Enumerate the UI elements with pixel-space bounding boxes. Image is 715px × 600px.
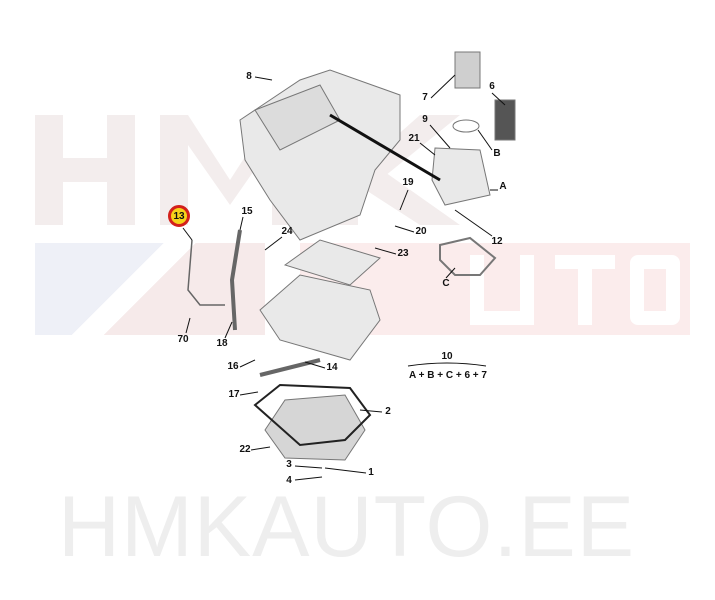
- baffle-plate: [283, 239, 381, 286]
- callout-70[interactable]: 70: [177, 334, 189, 345]
- callout-23[interactable]: 23: [397, 248, 409, 259]
- gasket-c: [439, 236, 497, 276]
- leader-lines: [182, 74, 506, 481]
- callout-6[interactable]: 6: [489, 81, 495, 92]
- callout-16[interactable]: 16: [227, 361, 239, 372]
- callout-9[interactable]: 9: [422, 114, 428, 125]
- oil-line: [329, 113, 441, 182]
- filter-element: [494, 99, 516, 141]
- callout-12[interactable]: 12: [491, 236, 503, 247]
- lower-crankcase: [259, 274, 381, 361]
- callout-18[interactable]: 18: [216, 338, 228, 349]
- filter-cap: [454, 51, 481, 89]
- callout-a[interactable]: A: [499, 181, 507, 192]
- callout-14[interactable]: 14: [326, 362, 338, 373]
- part-13-highlight-badge[interactable]: 13: [168, 205, 190, 227]
- callout-24[interactable]: 24: [281, 226, 293, 237]
- callout-21[interactable]: 21: [408, 133, 420, 144]
- kit-formula: A + B + C + 6 + 7: [408, 370, 487, 381]
- callout-b[interactable]: B: [493, 148, 501, 159]
- o-ring-b: [452, 119, 480, 133]
- watermark-stripes: [35, 243, 265, 335]
- dipstick-tube: [229, 229, 242, 331]
- callout-7[interactable]: 7: [422, 92, 428, 103]
- callout-c[interactable]: C: [442, 278, 450, 289]
- callout-8[interactable]: 8: [246, 71, 252, 82]
- callout-2[interactable]: 2: [385, 406, 391, 417]
- oil-filter-housing: [431, 147, 491, 206]
- watermark-bottom: HMKAUTO.EE: [58, 479, 636, 575]
- callout-22[interactable]: 22: [239, 444, 251, 455]
- oil-pipe: [259, 358, 321, 377]
- oil-level-sensor-cable: [187, 239, 225, 306]
- callout-3[interactable]: 3: [286, 459, 292, 470]
- callout-10[interactable]: 10: [441, 351, 453, 362]
- callout-1[interactable]: 1: [368, 467, 374, 478]
- oil-pan: [264, 394, 366, 461]
- pan-gasket: [253, 383, 372, 447]
- callout-20[interactable]: 20: [415, 226, 427, 237]
- callout-17[interactable]: 17: [228, 389, 240, 400]
- callout-19[interactable]: 19: [402, 177, 414, 188]
- callout-15[interactable]: 15: [241, 206, 253, 217]
- callout-4[interactable]: 4: [286, 475, 292, 486]
